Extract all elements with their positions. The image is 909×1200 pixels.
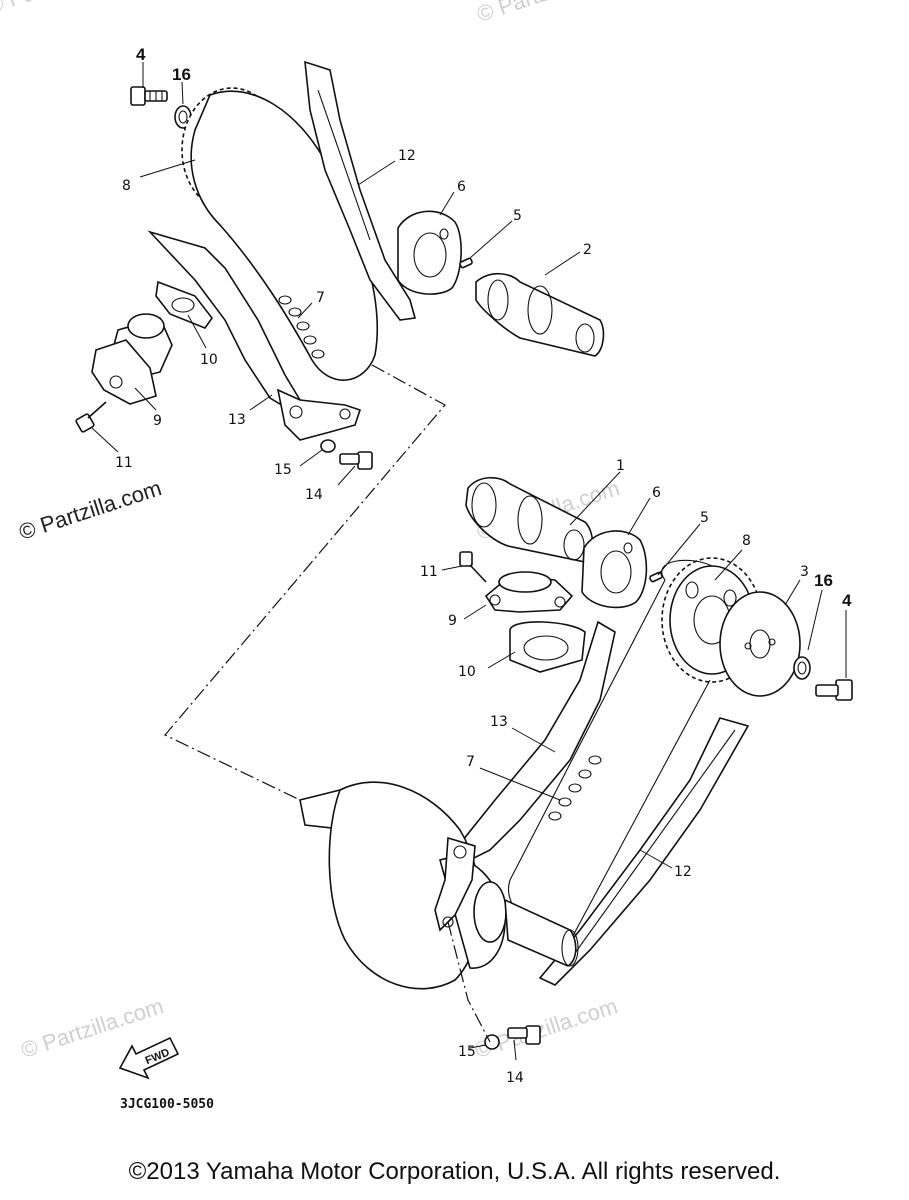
- dowel-pin-5-top: [459, 257, 473, 269]
- cam-cover-6-top: [397, 210, 462, 295]
- callout-bottom-15: 15: [458, 1044, 476, 1060]
- callout-top-9: 9: [153, 413, 162, 429]
- copyright-footer: ©2013 Yamaha Motor Corporation, U.S.A. A…: [128, 1158, 781, 1185]
- callout-top-12: 12: [398, 148, 416, 164]
- leader-lines: [91, 62, 847, 1061]
- watermark-main: © Partzilla.com: [16, 475, 165, 545]
- callout-top-15: 15: [274, 462, 292, 478]
- cam-tensioner-9-bottom: [484, 571, 574, 613]
- callout-top-16: 16: [172, 65, 191, 84]
- chain-links-top: [278, 295, 325, 359]
- bolt-11-bottom: [459, 551, 487, 583]
- crankshaft: [299, 781, 579, 990]
- assembly-reference-line-lower: [447, 921, 491, 1043]
- bolt-14-bottom: [507, 1025, 541, 1045]
- plate-3: [719, 591, 801, 697]
- callout-top-2: 2: [583, 242, 592, 258]
- guide-bracket-top: [276, 388, 362, 441]
- callout-top-11: 11: [115, 455, 133, 471]
- callout-bottom-8: 8: [742, 533, 751, 549]
- callout-top-7: 7: [316, 290, 325, 306]
- cam-cover-6-bottom: [581, 530, 648, 609]
- callout-top-6: 6: [457, 179, 466, 195]
- watermark-faint-1: © Partzilla.com: [0, 0, 133, 19]
- callout-bottom-13: 13: [490, 714, 508, 730]
- callout-top-10: 10: [200, 352, 218, 368]
- washer-16-bottom: [793, 656, 811, 680]
- bolt-11-top: [75, 401, 107, 433]
- watermark-faint-5: © Partzilla.com: [472, 993, 621, 1063]
- cam-chain-7-top: [190, 90, 379, 381]
- callout-top-4: 4: [136, 45, 146, 64]
- bolt-4-top: [130, 86, 168, 106]
- callout-bottom-10: 10: [458, 664, 476, 680]
- chain-links-bottom: [548, 755, 602, 821]
- callout-bottom-7: 7: [466, 754, 475, 770]
- callout-bottom-11: 11: [420, 564, 438, 580]
- callout-bottom-3: 3: [800, 564, 809, 580]
- assembly-reference-line: [164, 364, 446, 801]
- gasket-10-bottom: [509, 621, 586, 673]
- chain-guide-12-top: [304, 60, 417, 321]
- cam-tensioner-9-top: [91, 313, 173, 405]
- guide-bracket-bottom: [434, 836, 476, 932]
- callout-bottom-5: 5: [700, 510, 709, 526]
- callout-top-8: 8: [122, 178, 131, 194]
- bolt-14-top: [339, 451, 373, 470]
- callout-bottom-1: 1: [616, 458, 625, 474]
- dowel-pin-5-bottom: [649, 571, 663, 583]
- callout-bottom-4: 4: [842, 591, 852, 610]
- gasket-10-top: [155, 280, 213, 329]
- callout-top-5: 5: [513, 208, 522, 224]
- camshaft-2: [475, 272, 605, 357]
- callout-bottom-14: 14: [506, 1070, 524, 1086]
- callout-top-14: 14: [305, 487, 323, 503]
- tensioner-guide-13-bottom: [453, 620, 616, 861]
- bolt-4-bottom: [815, 679, 853, 701]
- fwd-arrow-icon: FWD: [118, 1036, 180, 1080]
- callout-top-13: 13: [228, 412, 246, 428]
- cam-chain-7-bottom: [507, 559, 713, 961]
- callout-bottom-12: 12: [674, 864, 692, 880]
- callout-bottom-16: 16: [814, 571, 833, 590]
- callout-bottom-6: 6: [652, 485, 661, 501]
- diagram-code: 3JCG100-5050: [120, 1097, 214, 1112]
- washer-15-top: [320, 439, 336, 453]
- watermark-faint-2: © Partzilla.com: [474, 0, 623, 27]
- callout-bottom-9: 9: [448, 613, 457, 629]
